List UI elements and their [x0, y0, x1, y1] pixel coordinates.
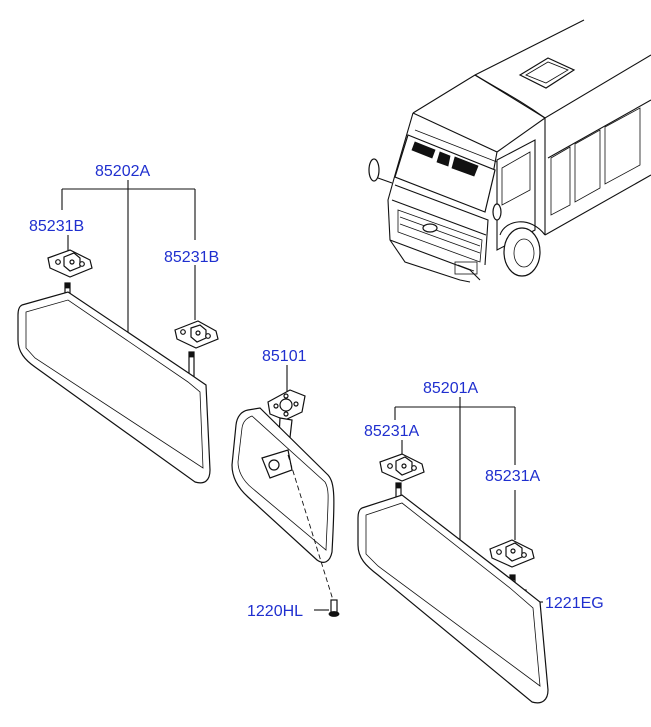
holder-left-outer: [47, 249, 93, 278]
bus-illustration: [368, 19, 651, 283]
holder-left-inner: [174, 320, 219, 349]
label-holder-screw[interactable]: 1221EG: [545, 595, 604, 612]
visor-right-group: [357, 397, 549, 704]
label-holder-right-outer[interactable]: 85231A: [364, 423, 419, 440]
label-visor-assembly-right[interactable]: 85201A: [423, 380, 478, 397]
holder-right-outer: [379, 453, 425, 482]
inside-mirror-group: [231, 365, 340, 617]
visor-left-group: [17, 180, 219, 484]
label-holder-left-outer[interactable]: 85231B: [29, 218, 84, 235]
label-mirror-screw[interactable]: 1220HL: [247, 603, 303, 620]
mirror-screw: [328, 599, 340, 617]
label-inside-mirror[interactable]: 85101: [262, 348, 307, 365]
label-visor-assembly-left[interactable]: 85202A: [95, 163, 150, 180]
label-holder-left-inner[interactable]: 85231B: [164, 249, 219, 266]
holder-right-inner: [489, 539, 535, 568]
label-holder-right-inner[interactable]: 85231A: [485, 468, 540, 485]
